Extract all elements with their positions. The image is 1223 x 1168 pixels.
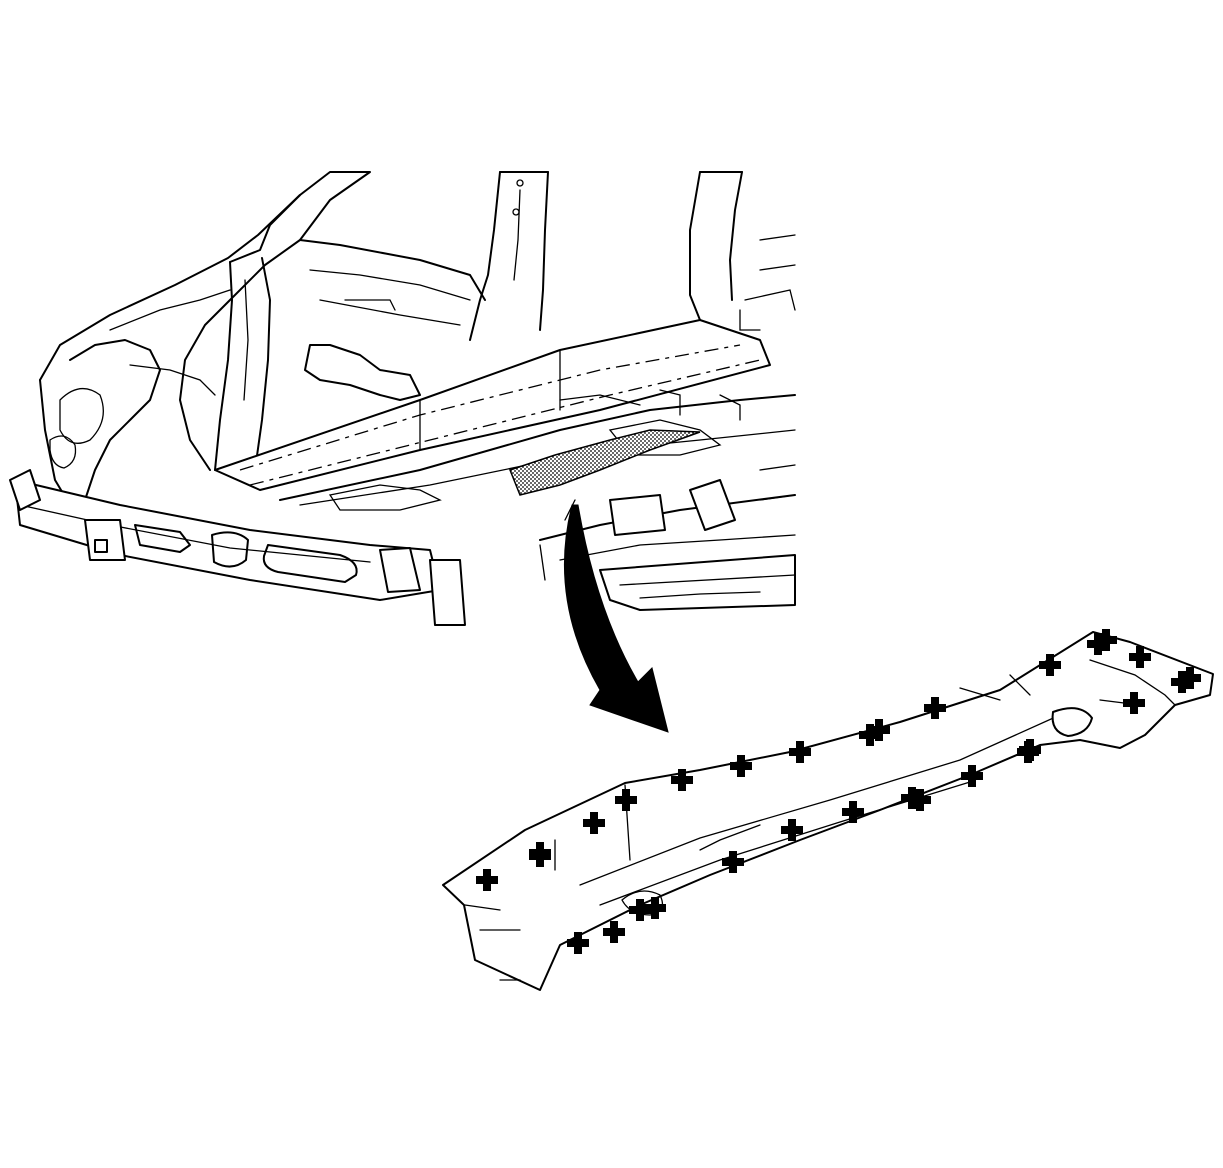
weld-marker — [730, 755, 752, 777]
weld-marker — [567, 932, 589, 954]
weld-marker — [644, 897, 666, 919]
weld-marker — [909, 789, 931, 811]
b-pillar — [469, 171, 549, 341]
weld-marker — [1171, 671, 1193, 693]
tunnel-reinforcement-location — [509, 429, 701, 496]
weld-marker — [868, 719, 890, 741]
weld-marker — [671, 769, 693, 791]
weld-marker — [476, 869, 498, 891]
weld-marker — [859, 724, 881, 746]
weld-marker — [1039, 654, 1061, 676]
weld-marker — [722, 851, 744, 873]
rocker-panel — [214, 319, 771, 491]
c-pillar — [689, 171, 743, 341]
weld-marker — [961, 765, 983, 787]
weld-marker — [629, 899, 651, 921]
weld-marker — [1019, 739, 1041, 761]
weld-marker — [924, 697, 946, 719]
weld-marker — [1129, 646, 1151, 668]
weld-marker — [583, 812, 605, 834]
weld-marker — [1095, 629, 1117, 651]
floor-pan — [279, 394, 796, 501]
weld-marker — [781, 819, 803, 841]
weld-marker — [615, 789, 637, 811]
weld-marker — [529, 845, 551, 867]
panel-outline — [442, 631, 1214, 991]
weld-marker — [842, 801, 864, 823]
front-apron — [39, 171, 371, 471]
callout-arrow — [563, 504, 669, 733]
a-pillar — [229, 194, 301, 471]
weld-markers — [476, 629, 1201, 954]
weld-marker — [789, 741, 811, 763]
tunnel-reinforcement-panel — [442, 631, 1214, 991]
weld-marker — [603, 921, 625, 943]
vehicle-body-structure — [9, 171, 796, 626]
weld-marker — [1123, 692, 1145, 714]
